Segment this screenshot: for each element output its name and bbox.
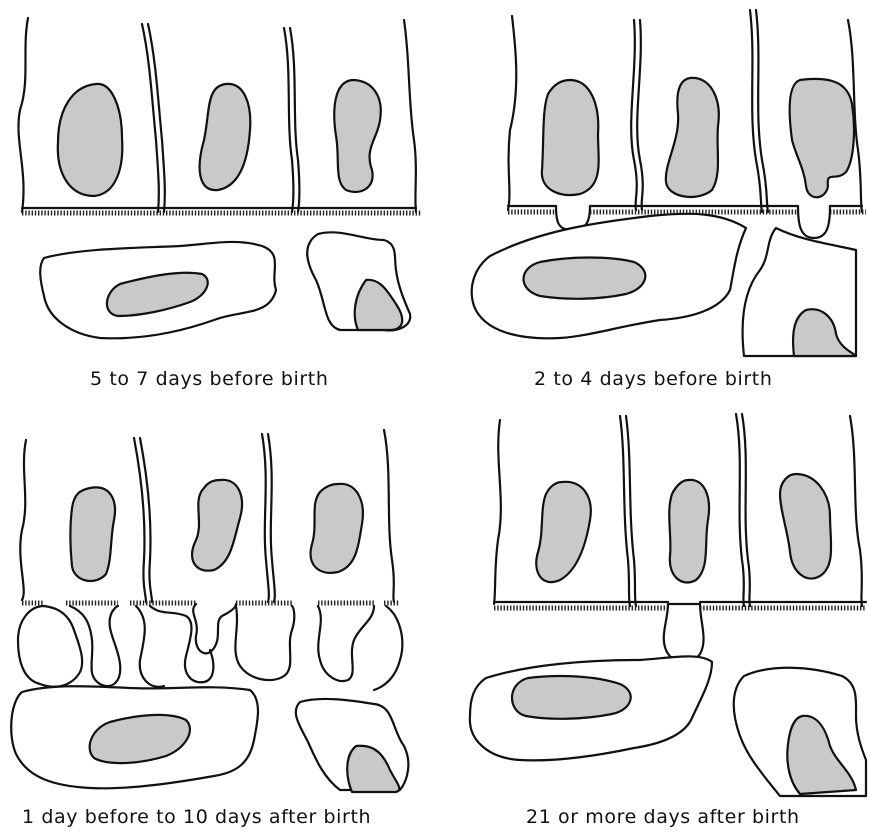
- cell-protrusion: [798, 206, 830, 238]
- cell-wall: [508, 16, 516, 210]
- connective-cells: [472, 214, 856, 356]
- herniating-cells: [18, 604, 402, 690]
- nucleus: [536, 482, 591, 582]
- nucleus: [311, 484, 363, 573]
- cell-wall: [262, 434, 269, 602]
- cell-wall: [736, 414, 744, 606]
- caption-panel-2: 2 to 4 days before birth: [534, 368, 773, 390]
- connective-cells: [40, 232, 410, 338]
- nucleus: [512, 676, 631, 719]
- nucleus: [542, 80, 599, 195]
- nucleus: [790, 79, 854, 197]
- panel-2: [472, 10, 866, 356]
- nucleus: [780, 474, 831, 579]
- cell-wall: [850, 416, 862, 606]
- cell-protrusion: [664, 604, 704, 663]
- cell-wall: [494, 420, 501, 604]
- epithelial-cells: [20, 430, 394, 602]
- cell-wall: [284, 28, 294, 212]
- panel-4: [470, 414, 866, 796]
- nucleus: [524, 258, 646, 299]
- cell-wall: [142, 24, 159, 212]
- cell-wall: [384, 430, 394, 602]
- cell-wall: [18, 18, 28, 212]
- cell-wall: [404, 20, 416, 212]
- herniating-cells: [664, 604, 704, 663]
- caption-panel-4: 21 or more days after birth: [526, 806, 800, 828]
- cell-wall: [626, 416, 636, 606]
- connective-cells: [11, 686, 408, 792]
- cell-wall: [268, 434, 275, 602]
- cell-protrusion: [193, 604, 236, 653]
- nucleus: [669, 480, 709, 583]
- nucleus: [192, 480, 242, 571]
- caption-panel-3: 1 day before to 10 days after birth: [22, 806, 371, 828]
- cell-protrusion: [235, 606, 294, 680]
- cell-protrusion: [18, 606, 82, 687]
- epithelial-cells: [18, 18, 422, 213]
- cell-protrusion: [318, 606, 374, 681]
- cell-wall: [140, 438, 152, 602]
- cell-wall: [290, 28, 300, 212]
- nucleus: [666, 78, 719, 197]
- caption-panel-1: 5 to 7 days before birth: [90, 368, 329, 390]
- cell-wall: [756, 10, 768, 212]
- nucleus: [334, 80, 380, 192]
- cell-wall: [20, 440, 26, 600]
- cell-protrusion: [150, 606, 213, 682]
- panel-3: [11, 430, 408, 792]
- epithelial-cells: [508, 10, 866, 238]
- cell-wall: [631, 20, 637, 210]
- panel-1: [18, 18, 422, 338]
- cell-wall: [637, 20, 643, 210]
- nucleus: [200, 84, 251, 190]
- cell-protrusion: [136, 606, 164, 687]
- cell-protrusion: [374, 606, 402, 690]
- cell-wall: [750, 10, 762, 212]
- nucleus: [58, 84, 122, 196]
- connective-cells: [470, 656, 866, 796]
- nucleus: [71, 487, 116, 581]
- epithelial-cells: [494, 414, 866, 608]
- cell-wall: [148, 24, 165, 212]
